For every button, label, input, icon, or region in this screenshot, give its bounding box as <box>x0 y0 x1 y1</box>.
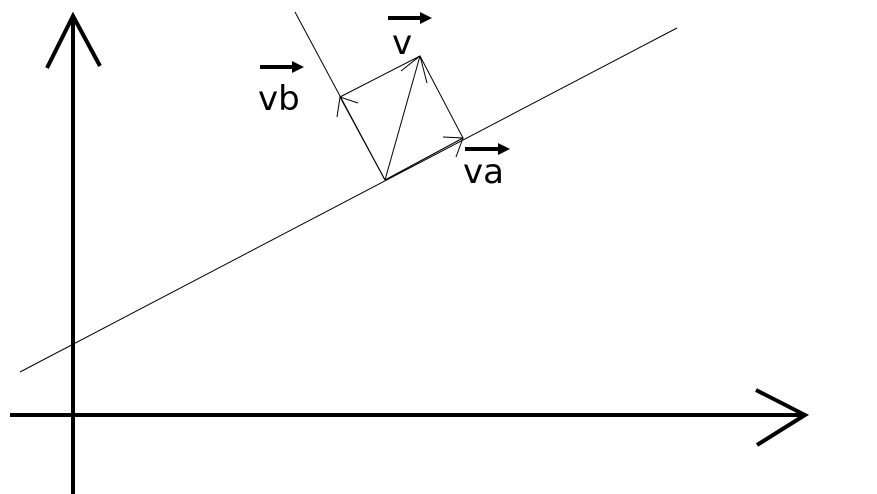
label-vb-text: vb <box>258 79 300 119</box>
label-va-text: va <box>463 152 504 192</box>
parallelogram-sides <box>339 55 464 139</box>
vector-va <box>384 136 464 181</box>
line-a <box>19 27 678 373</box>
x-axis <box>10 388 810 447</box>
y-axis <box>45 11 102 494</box>
vector-vb <box>336 96 386 181</box>
vector-v <box>384 55 428 181</box>
label-v-text: v <box>392 23 412 63</box>
label-v: v <box>388 12 432 63</box>
label-va: va <box>463 143 510 192</box>
label-vb: vb <box>258 61 304 119</box>
